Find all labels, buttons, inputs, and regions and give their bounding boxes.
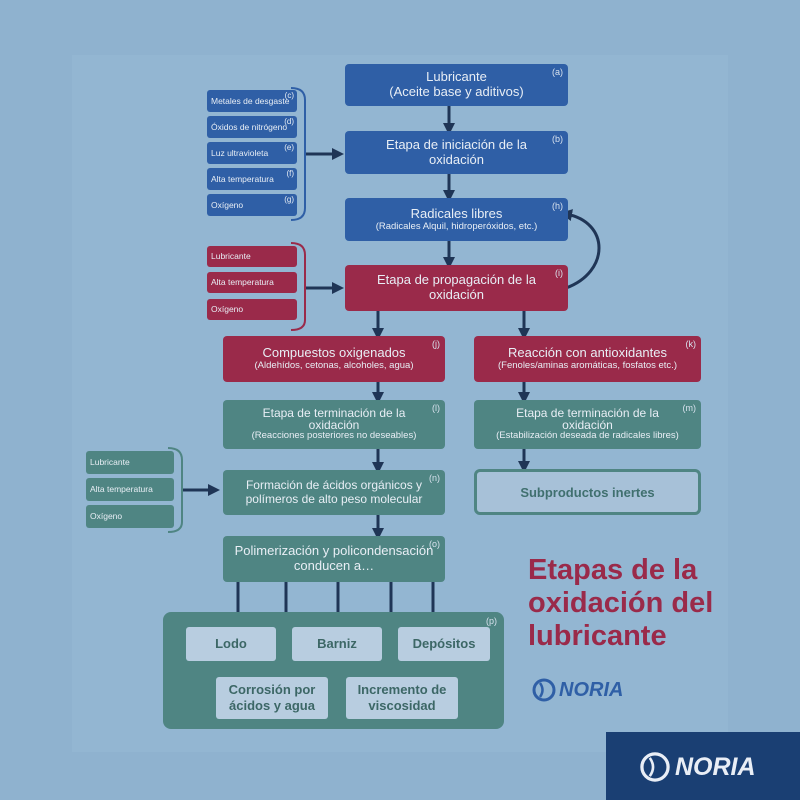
product-depositos: Depósitos [398,627,490,661]
diagram-heading: Etapas de la oxidación del lubricante [528,554,714,652]
acid-factors-bracket [167,447,183,533]
box-compuestos-oxigenados: (j) Compuestos oxigenados (Aldehídos, ce… [223,336,445,382]
box-terminacion-no-deseable: (l) Etapa de terminación de la oxidación… [223,400,445,449]
acid-factor-alta-temperatura: Alta temperatura [86,478,174,501]
propagators-bracket [290,242,306,331]
box-lubricante: (a) Lubricante (Aceite base y aditivos) [345,64,568,106]
product-lodo: Lodo [186,627,276,661]
initiator-oxidos: Óxidos de nitrógeno(d) [207,116,297,138]
loop-arrow-i-h [560,209,601,290]
box-terminacion-deseada: (m) Etapa de terminación de la oxidación… [474,400,701,449]
initiator-oxigeno: Oxígeno(g) [207,194,297,216]
box-formacion-acidos: (n) Formación de ácidos orgánicos y polí… [223,470,445,515]
brand-logo-footer: NORIA [638,750,756,784]
box-radicales-libres: (h) Radicales libres (Radicales Alquil, … [345,198,568,241]
initiator-luz-uv: Luz ultravioleta(e) [207,142,297,164]
acid-factor-lubricante: Lubricante [86,451,174,474]
box-propagacion: (i) Etapa de propagación de la oxidación [345,265,568,311]
box-reaccion-antioxidantes: (k) Reacción con antioxidantes (Fenoles/… [474,336,701,382]
brand-logo-inner: NORIA [531,677,623,703]
product-viscosidad: Incremento de viscosidad [346,677,458,719]
initiators-bracket [290,87,306,221]
box-iniciacion: (b) Etapa de iniciación de la oxidación [345,131,568,174]
propagator-alta-temperatura: Alta temperatura [207,272,297,293]
propagator-lubricante: Lubricante [207,246,297,267]
initiator-metales: Metales de desgaste(c) [207,90,297,112]
product-barniz: Barniz [292,627,382,661]
box-polimerizacion: (o) Polimerización y policondensación co… [223,536,445,582]
product-corrosion: Corrosión por ácidos y agua [216,677,328,719]
propagator-oxigeno: Oxígeno [207,299,297,320]
initiator-alta-temperatura: Alta temperatura(f) [207,168,297,190]
footer-brand-bar: NORIA [606,732,800,800]
acid-factor-oxigeno: Oxígeno [86,505,174,528]
noria-logo-icon [640,752,670,782]
box-subproductos-inertes: Subproductos inertes [474,469,701,515]
noria-logo-icon [532,678,556,702]
